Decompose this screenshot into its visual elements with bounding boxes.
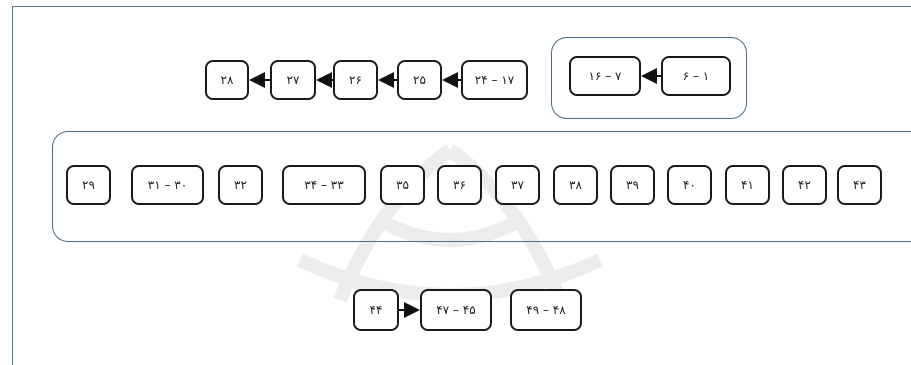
- box-25: ۲۵: [397, 60, 442, 100]
- top-right-group: [551, 37, 747, 119]
- box-24-17: ۲۴ – ۱۷: [461, 60, 528, 100]
- box-29: ۲۹: [66, 165, 111, 205]
- box-47-45: ۴۷ – ۴۵: [420, 289, 492, 331]
- box-34-33: ۳۴ – ۳۳: [282, 165, 366, 205]
- box-41: ۴۱: [725, 165, 770, 205]
- box-43: ۴۳: [837, 165, 882, 205]
- box-16-7: ۱۶ – ۷: [569, 56, 641, 96]
- box-27: ۲۷: [270, 60, 316, 100]
- box-6-1: ۶ – ۱: [661, 56, 731, 96]
- box-26: ۲۶: [333, 60, 378, 100]
- box-37: ۳۷: [495, 165, 540, 205]
- box-44: ۴۴: [353, 289, 399, 331]
- middle-group: [52, 131, 911, 242]
- box-35: ۳۵: [380, 165, 425, 205]
- box-38: ۳۸: [553, 165, 598, 205]
- box-31-30: ۳۱ – ۳۰: [131, 165, 204, 205]
- box-36: ۳۶: [437, 165, 482, 205]
- box-40: ۴۰: [667, 165, 712, 205]
- box-49-48: ۴۹ – ۴۸: [510, 289, 582, 331]
- box-42: ۴۲: [782, 165, 827, 205]
- box-28: ۲۸: [205, 60, 249, 100]
- box-39: ۳۹: [610, 165, 655, 205]
- diagram-frame: [12, 6, 911, 365]
- box-32: ۳۲: [218, 165, 263, 205]
